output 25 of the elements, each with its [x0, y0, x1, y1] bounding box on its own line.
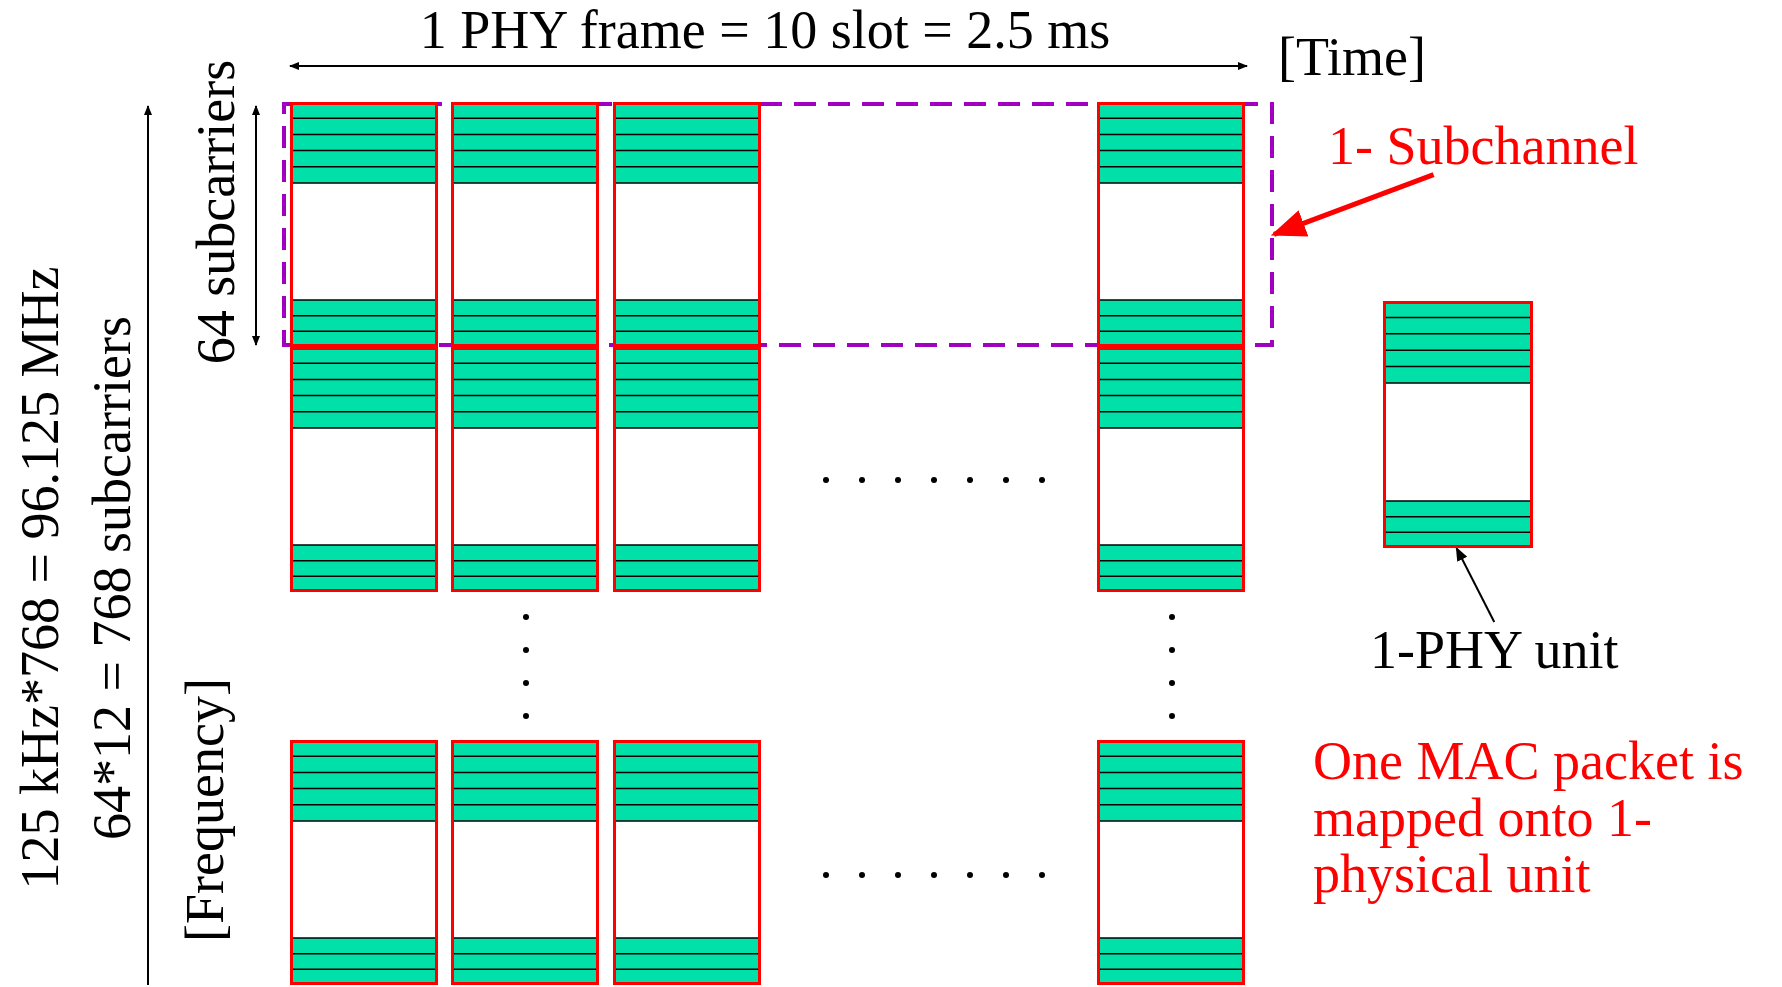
bandwidth-label: 125 kHz*768 = 96.125 MHz: [11, 266, 69, 890]
resource-block: [1383, 301, 1533, 548]
resource-block: [451, 347, 599, 592]
axis-label: [Frequency]: [176, 678, 234, 942]
resource-block: [1097, 347, 1245, 592]
arrow: [1455, 546, 1496, 623]
resource-block: [613, 102, 761, 347]
resource-block: [613, 347, 761, 592]
resource-block: [451, 102, 599, 347]
resource-block: [1097, 740, 1245, 985]
resource-block: [290, 347, 438, 592]
dimension-label: 1 PHY frame = 10 slot = 2.5 ms: [419, 1, 1111, 59]
resource-block: [290, 102, 438, 347]
dimension-label: 64*12 = 768 subcarriers: [83, 316, 141, 840]
axis-label: [Time]: [1278, 28, 1426, 86]
subchannel-outline: [282, 102, 1274, 347]
resource-block: [613, 740, 761, 985]
note-text: One MAC packet is mapped onto 1- physical unit: [1313, 732, 1745, 904]
arrow: [1270, 172, 1435, 237]
dimension-label: 64 subcarriers: [187, 59, 245, 365]
callout-label: 1- Subchannel: [1328, 118, 1639, 175]
resource-block: [1097, 102, 1245, 347]
callout-label: 1-PHY unit: [1370, 622, 1619, 679]
resource-block: [451, 740, 599, 985]
resource-block: [290, 740, 438, 985]
